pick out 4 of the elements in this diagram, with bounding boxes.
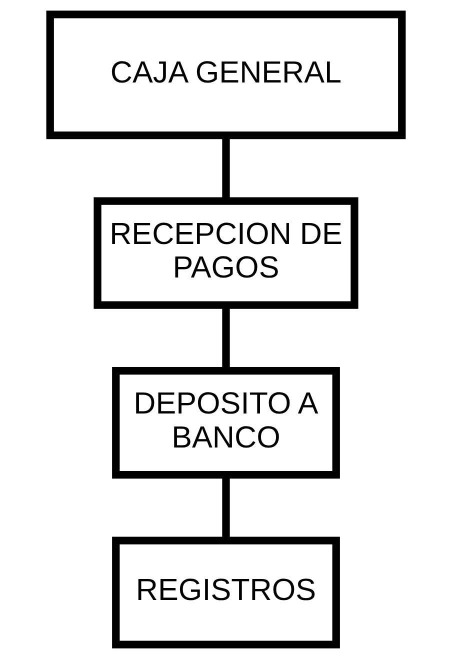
node-box: RECEPCION DE PAGOS <box>93 197 358 309</box>
node-box: DEPOSITO A BANCO <box>112 366 340 479</box>
node-box: REGISTROS <box>112 536 340 648</box>
node-box: CAJA GENERAL <box>46 10 406 140</box>
